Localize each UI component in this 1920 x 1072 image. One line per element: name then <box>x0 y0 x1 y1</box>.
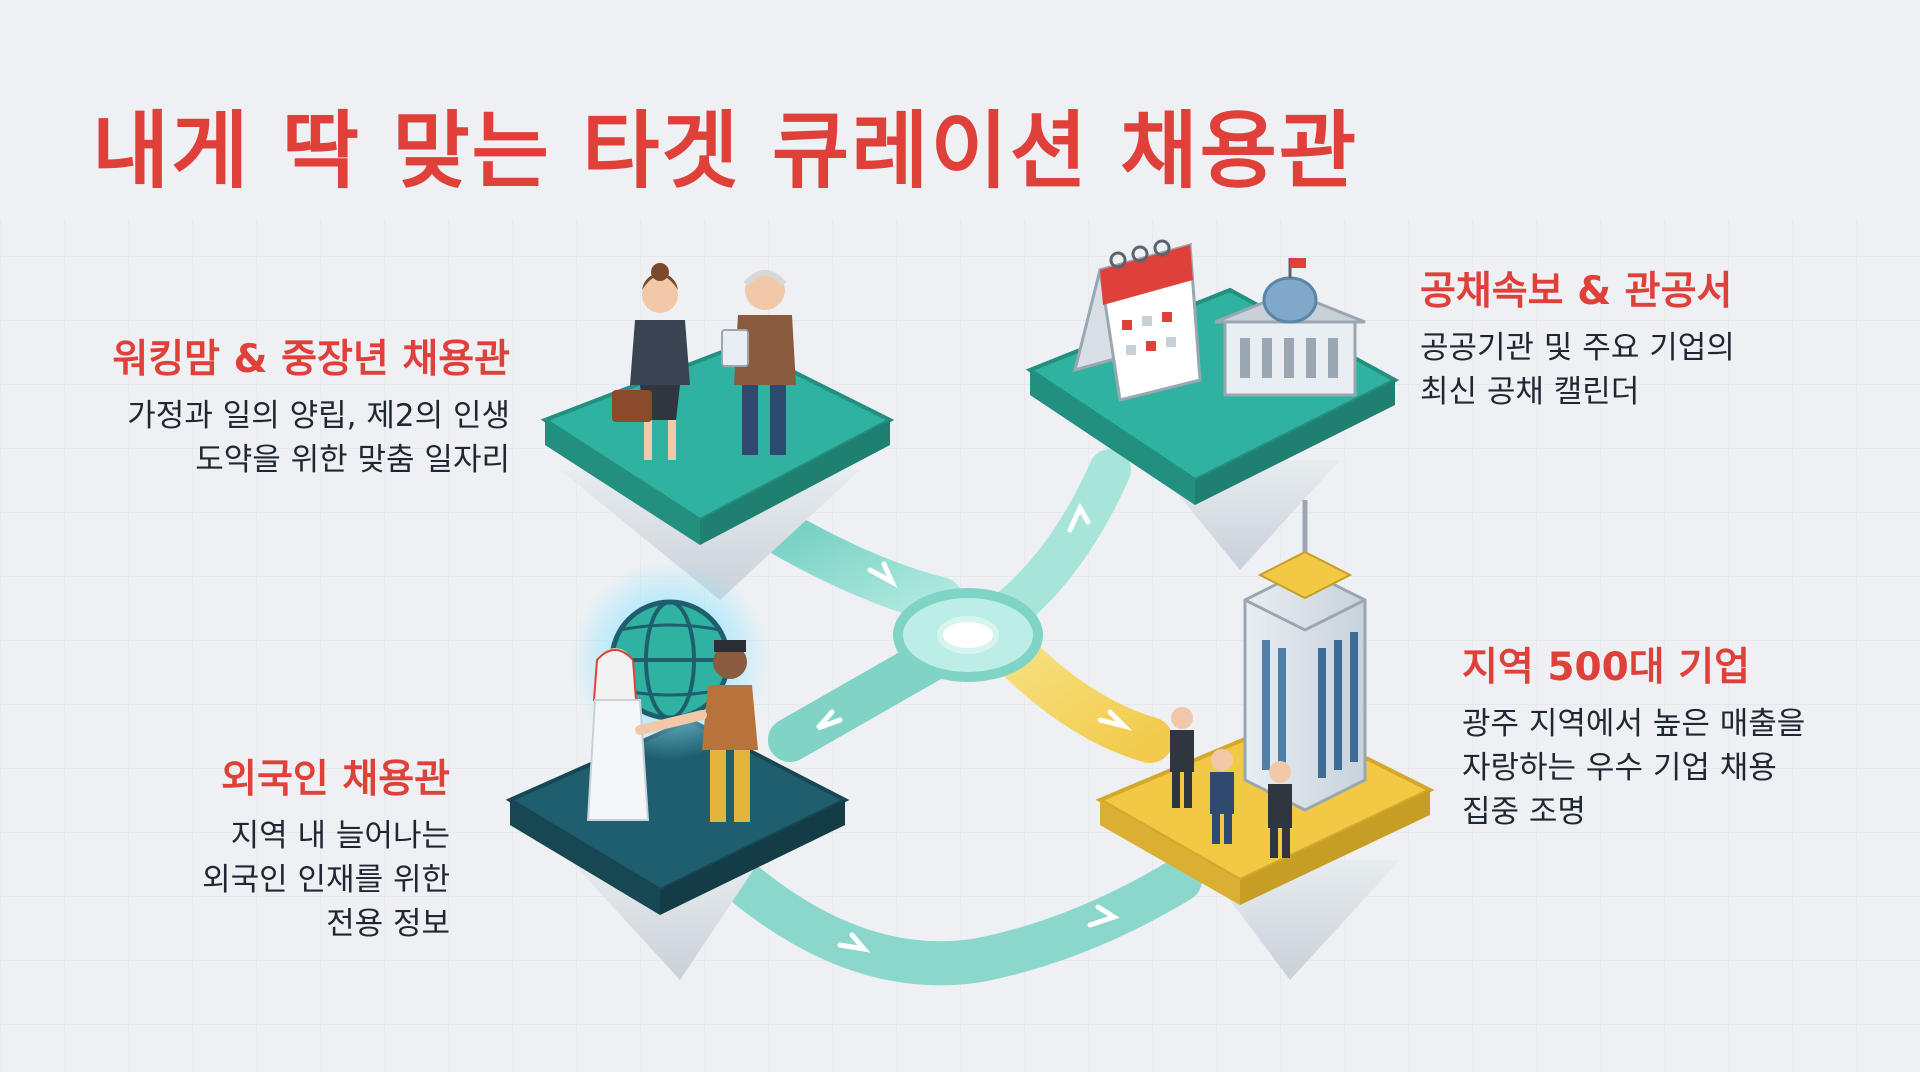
senior-man-clipboard-icon <box>721 270 796 455</box>
businesswoman-icon <box>612 263 690 460</box>
category-public: 공채속보 & 관공서 공공기관 및 주요 기업의 최신 공채 캘린더 <box>1420 260 1880 414</box>
platform-local500 <box>1095 500 1435 980</box>
category-foreign: 외국인 채용관 지역 내 늘어나는 외국인 인재를 위한 전용 정보 <box>30 748 450 946</box>
category-heading: 지역 500대 기업 <box>1462 645 1750 690</box>
category-description: 지역 내 늘어나는 외국인 인재를 위한 전용 정보 <box>202 818 450 942</box>
category-heading: 워킹맘 & 중장년 채용관 <box>112 337 510 382</box>
platform-working-mom <box>540 263 895 600</box>
handshake-people-icon <box>586 640 758 822</box>
platform-public <box>1025 239 1400 570</box>
category-description: 광주 지역에서 높은 매출을 자랑하는 우수 기업 채용 집중 조명 <box>1462 706 1806 830</box>
category-description: 가정과 일의 양립, 제2의 인생 도약을 위한 맞춤 일자리 <box>127 398 510 478</box>
page-title: 내게 딱 맞는 타겟 큐레이션 채용관 <box>92 102 1359 200</box>
category-local500: 지역 500대 기업 광주 지역에서 높은 매출을 자랑하는 우수 기업 채용 … <box>1462 636 1920 834</box>
government-building-icon <box>1214 258 1366 397</box>
skyscraper-icon <box>1243 500 1367 812</box>
calendar-icon <box>1072 239 1202 402</box>
category-heading: 외국인 채용관 <box>221 757 450 802</box>
category-heading: 공채속보 & 관공서 <box>1420 269 1733 314</box>
platform-foreign <box>505 560 850 980</box>
business-meeting-icon <box>1170 707 1292 858</box>
category-working-mom: 워킹맘 & 중장년 채용관 가정과 일의 양립, 제2의 인생 도약을 위한 맞… <box>70 328 510 482</box>
category-description: 공공기관 및 주요 기업의 최신 공채 캘린더 <box>1420 330 1735 410</box>
